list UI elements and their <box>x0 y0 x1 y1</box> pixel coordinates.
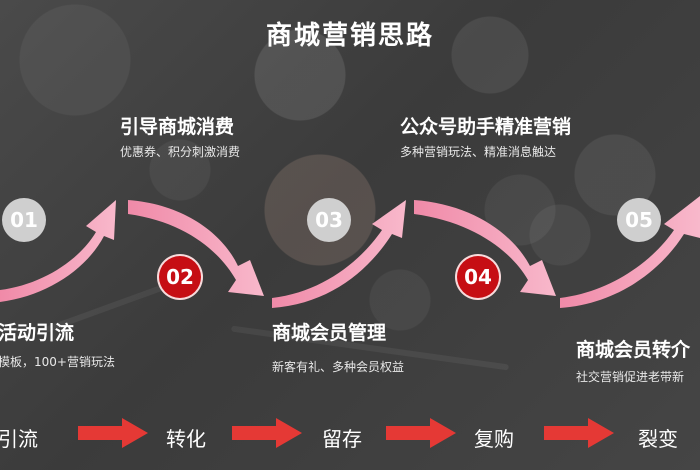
flow-step-label: 复购 <box>474 423 514 452</box>
flow-step-label: 留存 <box>322 423 362 452</box>
flow-arrow-icon <box>544 418 614 448</box>
flow-arrow-icon <box>78 418 148 448</box>
step-number-badge: 05 <box>617 198 661 242</box>
flow-step-label: 引流 <box>0 423 38 452</box>
flow-step-label: 转化 <box>166 423 206 452</box>
step-number-badge: 04 <box>455 254 501 300</box>
step-number-badge: 01 <box>2 198 46 242</box>
flow-arrow-icon <box>386 418 456 448</box>
step-number-badge: 02 <box>157 254 203 300</box>
flow-step-label: 裂变 <box>638 423 678 452</box>
flow-arrow-icon <box>232 418 302 448</box>
step-number-badge: 03 <box>307 198 351 242</box>
